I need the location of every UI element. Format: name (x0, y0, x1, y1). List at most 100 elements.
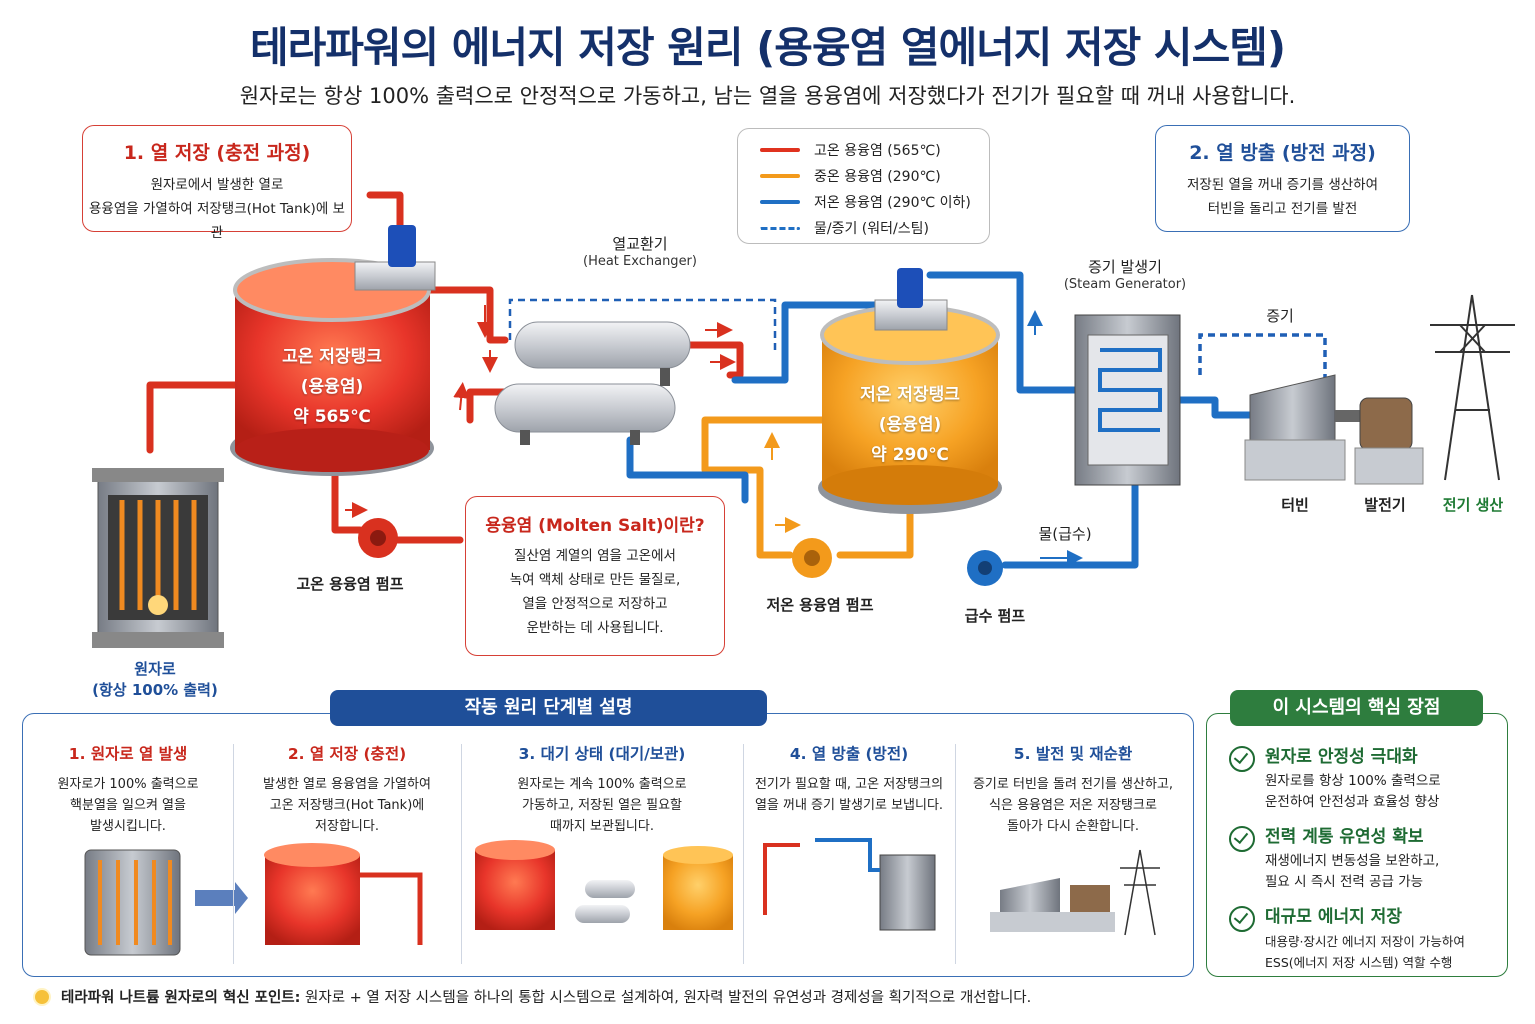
step-5-line3: 돌아가 다시 순환합니다. (1007, 819, 1139, 834)
step-4: 4. 열 방출 (방전) 전기가 필요할 때, 고온 저장탱크의 열을 꺼내 증… (743, 714, 955, 974)
legend-swatch-cold (760, 200, 800, 204)
step-2-line1: 발생한 열로 용융염을 가열하여 (263, 777, 431, 792)
advantage-3: 대규모 에너지 저장 대용량·장시간 에너지 저장이 가능하여 ESS(에너지 … (1265, 902, 1505, 973)
molten-salt-line1: 질산염 계열의 염을 고온에서 (514, 548, 676, 564)
step-3-line1: 원자로는 계속 100% 출력으로 (517, 777, 687, 792)
hot-salt-pipes (146, 191, 744, 544)
step-5-title: 5. 발전 및 재순환 (1013, 745, 1133, 763)
advantage-2-title: 전력 계통 유연성 확보 (1265, 827, 1424, 847)
reactor-name: 원자로 (134, 660, 176, 678)
hot-tank-medium: (용융염) (300, 377, 364, 397)
heat-exchanger-name: 열교환기 (612, 235, 668, 253)
step-3-line2: 가동하고, 저장된 열은 필요할 (521, 798, 683, 813)
power-label: 전기 생산 (1442, 496, 1504, 514)
cold-tank-temp: 약 290℃ (871, 445, 949, 465)
hot-pump-label: 고온 용융염 펌프 (296, 575, 404, 593)
step-2-line2: 고온 저장탱크(Hot Tank)에 (269, 798, 425, 813)
cold-tank-name: 저온 저장탱크 (860, 385, 960, 405)
advantage-2: 전력 계통 유연성 확보 재생에너지 변동성을 보완하고, 필요 시 즉시 전력… (1265, 822, 1505, 893)
cold-salt-pipes (626, 271, 1259, 569)
step-4-line2: 열을 꺼내 증기 발생기로 보냅니다. (754, 798, 944, 813)
legend-swatch-mid (760, 174, 800, 178)
step-1-line3: 발생시킵니다. (90, 819, 166, 834)
hot-tank-temp: 약 565℃ (293, 407, 371, 427)
steps-panel: 1. 원자로 열 발생 원자로가 100% 출력으로 핵분열을 일으켜 열을 발… (22, 713, 1194, 977)
molten-salt-title: 용융염 (Molten Salt)이란? (485, 516, 705, 536)
discharge-line2: 터빈을 돌리고 전기를 발전 (1207, 201, 1358, 217)
legend: 고온 용융염 (565℃) 중온 용융염 (290℃) 저온 용융염 (290℃… (737, 128, 990, 244)
generator-label: 발전기 (1364, 496, 1406, 514)
molten-salt-line3: 열을 안정적으로 저장하고 (522, 596, 668, 612)
legend-item-cold: 저온 용융염 (290℃ 이하) (760, 189, 989, 215)
step-2-line3: 저장합니다. (315, 819, 379, 834)
steam-label: 증기 (1266, 307, 1294, 325)
charge-line2: 용융염을 가열하여 저장탱크(Hot Tank)에 보관 (89, 201, 345, 241)
step-1-title: 1. 원자로 열 발생 (68, 745, 188, 763)
feed-pump-label: 급수 펌프 (964, 607, 1026, 625)
advantage-1-line1: 원자로를 항상 100% 출력으로 (1265, 773, 1441, 789)
check-circle-icon (1229, 906, 1255, 932)
legend-swatch-hot (760, 148, 800, 152)
step-3-title: 3. 대기 상태 (대기/보관) (518, 745, 686, 763)
discharge-line1: 저장된 열을 꺼내 증기를 생산하여 (1186, 177, 1379, 193)
advantage-3-line1: 대용량·장시간 에너지 저장이 가능하여 (1265, 934, 1465, 949)
step-divider (743, 744, 744, 964)
heat-exchanger-sub: (Heat Exchanger) (583, 254, 697, 269)
legend-label-mid: 중온 용융염 (290℃) (814, 169, 941, 185)
advantage-1-line2: 운전하여 안전성과 효율성 향상 (1265, 794, 1440, 810)
page-subtitle: 원자로는 항상 100% 출력으로 안정적으로 가동하고, 남는 열을 용융염에… (239, 84, 1296, 108)
step-illustrations (84, 838, 1160, 956)
heat-exchanger-graphic (494, 321, 691, 445)
footer-text: 원자로 + 열 저장 시스템을 하나의 통합 시스템으로 설계하여, 원자력 발… (300, 990, 1032, 1006)
water-steam-lines (508, 298, 1327, 390)
pump-graphics (358, 518, 1003, 586)
steam-generator-label: 증기 발생기 (Steam Generator) (1045, 256, 1205, 292)
advantages-panel: 원자로 안정성 극대화 원자로를 항상 100% 출력으로 운전하여 안전성과 … (1206, 713, 1508, 977)
feedwater-label: 물(급수) (1038, 525, 1092, 543)
steam-generator-graphic (1074, 314, 1181, 486)
discharge-title: 2. 열 방출 (방전 과정) (1189, 142, 1376, 164)
step-2: 2. 열 저장 (충전) 발생한 열로 용융염을 가열하여 고온 저장탱크(Ho… (233, 714, 461, 974)
legend-item-mid: 중온 용융염 (290℃) (760, 163, 989, 189)
charge-line1: 원자로에서 발생한 열로 (150, 177, 284, 193)
discharge-process-box: 2. 열 방출 (방전 과정) 저장된 열을 꺼내 증기를 생산하여 터빈을 돌… (1155, 125, 1410, 232)
hot-tank-name: 고온 저장탱크 (282, 347, 382, 367)
check-circle-icon (1229, 826, 1255, 852)
advantage-1: 원자로 안정성 극대화 원자로를 항상 100% 출력으로 운전하여 안전성과 … (1265, 742, 1505, 813)
advantage-2-line2: 필요 시 즉시 전력 공급 가능 (1265, 874, 1424, 890)
hot-tank-label: 고온 저장탱크 (용융염) 약 565℃ (262, 342, 402, 432)
cold-tank-medium: (용융염) (878, 415, 942, 435)
charge-title: 1. 열 저장 (충전 과정) (123, 142, 311, 164)
legend-item-hot: 고온 용융염 (565℃) (760, 137, 989, 163)
turbine-label: 터빈 (1281, 496, 1309, 514)
footer-note: 테라파워 나트륨 원자로의 혁신 포인트: 원자로 + 열 저장 시스템을 하나… (35, 985, 1235, 1011)
steam-generator-name: 증기 발생기 (1088, 258, 1162, 276)
turbine-graphic (1244, 374, 1365, 481)
legend-item-water: 물/증기 (워터/스팀) (760, 215, 989, 241)
legend-label-cold: 저온 용융염 (290℃ 이하) (814, 195, 971, 211)
step-5-line1: 증기로 터빈을 돌려 전기를 생산하고, (972, 777, 1174, 792)
cold-tank-label: 저온 저장탱크 (용융염) 약 290℃ (840, 380, 980, 470)
page-title: 테라파워의 에너지 저장 원리 (용융염 열에너지 저장 시스템) (249, 23, 1286, 72)
molten-salt-line2: 녹여 액체 상태로 만든 물질로, (509, 572, 681, 588)
legend-swatch-water (760, 226, 800, 230)
advantage-3-line2: ESS(에너지 저장 시스템) 역할 수행 (1265, 955, 1453, 970)
advantage-1-title: 원자로 안정성 극대화 (1265, 747, 1418, 767)
advantage-3-title: 대규모 에너지 저장 (1265, 907, 1402, 927)
cold-pump-label: 저온 용융염 펌프 (766, 596, 874, 614)
cold-tank-graphic (818, 268, 1002, 514)
legend-label-hot: 고온 용융염 (565℃) (814, 143, 941, 159)
step-4-title: 4. 열 방출 (방전) (789, 745, 909, 763)
advantage-2-line1: 재생에너지 변동성을 보완하고, (1265, 853, 1440, 869)
step-divider (233, 744, 234, 964)
mid-salt-pipes (701, 416, 914, 559)
reactor-label: 원자로 (항상 100% 출력) (60, 658, 250, 700)
step-1: 1. 원자로 열 발생 원자로가 100% 출력으로 핵분열을 일으켜 열을 발… (23, 714, 233, 974)
step-5: 5. 발전 및 재순환 증기로 터빈을 돌려 전기를 생산하고, 식은 용융염은… (955, 714, 1191, 974)
step-5-line2: 식은 용융염은 저온 저장탱크로 (989, 798, 1157, 813)
check-circle-icon (1229, 746, 1255, 772)
heat-exchanger-label: 열교환기 (Heat Exchanger) (560, 233, 720, 269)
step-3-line3: 때까지 보관됩니다. (550, 819, 654, 834)
footer-bold: 테라파워 나트륨 원자로의 혁신 포인트: (61, 990, 301, 1006)
